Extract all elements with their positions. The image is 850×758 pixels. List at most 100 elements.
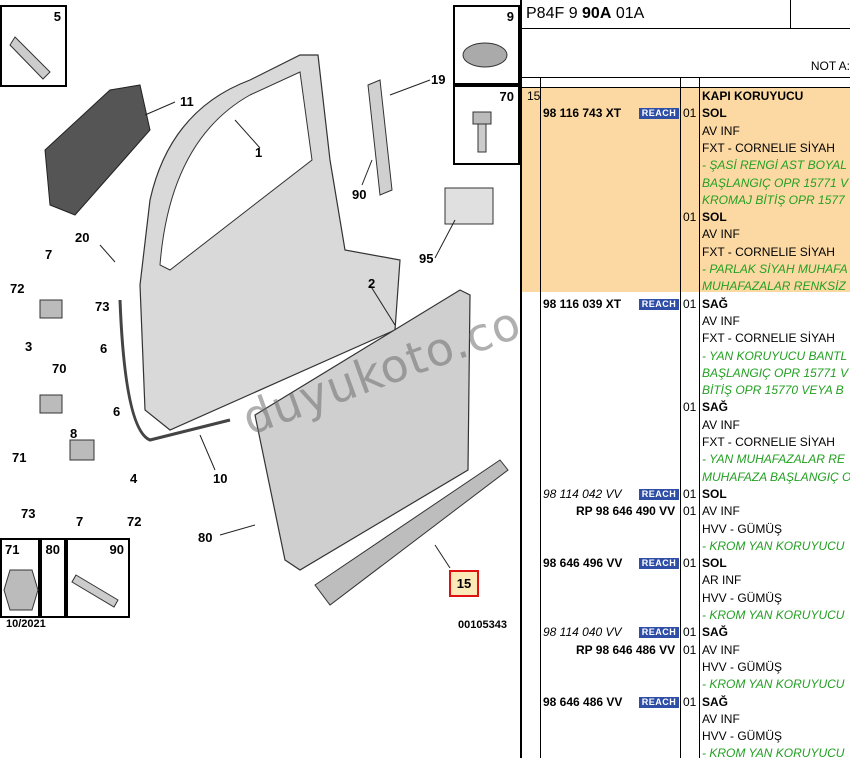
part-description: - PARLAK SİYAH MUHAFA (702, 262, 848, 276)
callout-95[interactable]: 95 (419, 251, 434, 266)
reach-badge: REACH (639, 696, 679, 708)
quantity: 01 (683, 556, 697, 571)
part-description: KROMAJ BİTİŞ OPR 1577 (702, 192, 845, 207)
quantity: 01 (683, 642, 697, 657)
callout-70[interactable]: 70 (52, 361, 67, 376)
door-seal (118, 299, 231, 442)
column-divider (540, 78, 541, 758)
inset-number: 9 (506, 9, 514, 24)
reach-badge: REACH (639, 108, 679, 120)
part-number-link[interactable]: 98 114 040 VV (543, 625, 622, 640)
reach-badge: REACH (639, 488, 679, 500)
inset-part-70: 70 (453, 85, 520, 165)
inset-number: 70 (499, 89, 514, 104)
part-description: BAŞLANGIÇ OPR 15771 V (702, 365, 849, 380)
inset-part-80: 80 (40, 538, 66, 618)
inset-part-9: 9 (453, 5, 520, 85)
callout-10[interactable]: 10 (213, 471, 228, 486)
inset-number: 71 (5, 542, 20, 557)
quantity: 01 (683, 210, 697, 225)
highlighted-section (522, 88, 850, 292)
inset-number: 5 (53, 9, 61, 24)
callout-2[interactable]: 2 (368, 276, 376, 291)
reference-bold: 90A (582, 5, 612, 22)
part-description: AV INF (702, 417, 740, 432)
part-description: MUHAFAZA BAŞLANGIÇ O (702, 469, 850, 484)
image-code: 00105343 (458, 619, 507, 631)
note-label: NOT A: (810, 59, 850, 73)
outer-door-panel (254, 289, 471, 571)
callout-20[interactable]: 20 (75, 230, 90, 245)
part-description: HVV - GÜMÜŞ (702, 729, 783, 744)
part-number-link[interactable]: 98 646 486 VV (543, 694, 623, 709)
part-number-link[interactable]: RP 98 646 490 VV (576, 504, 676, 519)
part-description: - KROM YAN KORUYUCU (702, 746, 845, 758)
inset-number: 90 (109, 542, 124, 557)
part-description: BAŞLANGIÇ OPR 15771 V (702, 175, 849, 190)
callout-6[interactable]: 6 (100, 341, 108, 356)
part-description: SOL (702, 106, 727, 121)
callout-72b[interactable]: 72 (127, 514, 142, 529)
part-description: AV INF (702, 123, 740, 138)
part-number-link[interactable]: 98 114 042 VV (543, 486, 622, 501)
callout-19[interactable]: 19 (431, 72, 446, 87)
quantity: 01 (683, 296, 697, 311)
callout-1[interactable]: 1 (255, 145, 263, 160)
grid-header (522, 78, 850, 88)
reach-badge: REACH (639, 558, 679, 570)
part-number-link[interactable]: 98 116 743 XT (543, 106, 622, 121)
part-description: AR INF (702, 573, 742, 588)
reach-badge: REACH (639, 298, 679, 310)
part-number-link[interactable]: RP 98 646 486 VV (576, 642, 676, 657)
callout-72[interactable]: 72 (10, 281, 25, 296)
part-description: SAĞ (702, 400, 729, 415)
part-description: - YAN MUHAFAZALAR RE (702, 452, 845, 467)
item-index: 15 (527, 89, 541, 103)
door-assembly-drawing (39, 54, 509, 606)
inset-number: 80 (45, 542, 60, 557)
inset-part-5: 5 (0, 5, 67, 87)
header-box (790, 0, 850, 28)
part-number-link[interactable]: 98 116 039 XT (543, 296, 622, 311)
callout-7b[interactable]: 7 (76, 514, 84, 529)
callout-90[interactable]: 90 (352, 187, 367, 202)
quantity: 01 (683, 504, 697, 519)
reach-badge: REACH (639, 627, 679, 639)
highlighted-part-15[interactable]: 15 (449, 570, 479, 597)
quantity: 01 (683, 486, 697, 501)
part-description: FXT - CORNELIE SİYAH (702, 331, 835, 346)
quantity: 01 (683, 694, 697, 709)
part-description: SOL (702, 556, 727, 571)
part-description: HVV - GÜMÜŞ (702, 521, 783, 536)
callout-80[interactable]: 80 (198, 530, 213, 545)
side-protector-strip (314, 459, 509, 606)
callout-3[interactable]: 3 (25, 339, 33, 354)
part-description: MUHAFAZALAR RENKSİZ (702, 279, 846, 294)
part-description: AV INF (702, 504, 740, 519)
parts-list-panel: P84F 9 90A 01A NOT A: 15 KAPI KORUYUCU 98 … (520, 0, 850, 758)
part-description: BİTİŞ OPR 15770 VEYA B (702, 383, 844, 398)
part-description: AV INF (702, 313, 740, 328)
column-divider (699, 78, 700, 758)
part-description: - KROM YAN KORUYUCU (702, 538, 845, 553)
part-number-link[interactable]: 98 646 496 VV (543, 556, 623, 571)
callout-6b[interactable]: 6 (113, 404, 121, 419)
part-description: AV INF (702, 711, 740, 726)
part-description: KAPI KORUYUCU (702, 89, 804, 103)
callout-73b[interactable]: 73 (21, 506, 36, 521)
quantity: 01 (683, 400, 697, 415)
reference-header: P84F 9 90A 01A (522, 0, 850, 29)
callout-11[interactable]: 11 (180, 94, 194, 109)
part-description: SOL (702, 486, 727, 501)
part-description: AV INF (702, 227, 740, 242)
callout-7[interactable]: 7 (45, 247, 53, 262)
column-divider (680, 78, 681, 758)
callout-73[interactable]: 73 (95, 299, 110, 314)
callout-4[interactable]: 4 (130, 471, 138, 486)
part-description: FXT - CORNELIE SİYAH (702, 244, 835, 259)
part-description: HVV - GÜMÜŞ (702, 659, 783, 674)
date-label: 10/2021 (6, 618, 46, 630)
callout-71[interactable]: 71 (12, 450, 27, 465)
inner-trim-panel (44, 84, 151, 216)
callout-8[interactable]: 8 (70, 426, 78, 441)
